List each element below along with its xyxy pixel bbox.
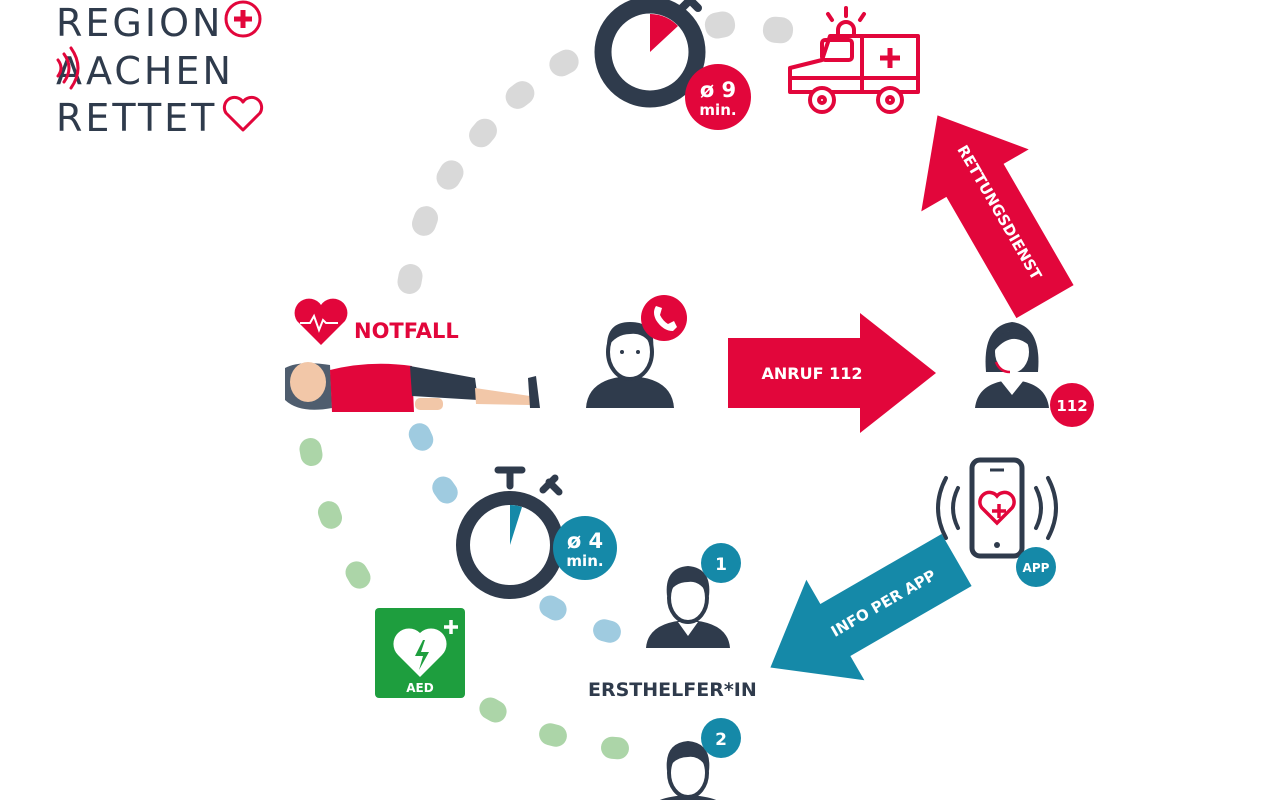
app-badge: APP — [1016, 547, 1056, 587]
logo-line-3: RETTET — [56, 96, 217, 140]
caller-person-icon — [586, 322, 674, 408]
aed-path-dots — [299, 438, 629, 760]
smartphone-app-icon — [936, 457, 1058, 559]
responder-path-dots — [408, 423, 621, 643]
responder-2-number: 2 — [715, 730, 727, 750]
dispatcher-icon — [975, 322, 1049, 408]
phone-call-icon — [641, 295, 687, 341]
dispatcher-112-label: 112 — [1056, 397, 1087, 415]
first-responder-label: ERSTHELFER*IN — [588, 679, 757, 701]
logo: REGION AACHEN RETTET — [56, 0, 264, 140]
aed-icon: AED — [375, 608, 465, 698]
first-responder-2-icon — [660, 741, 716, 800]
responder-2-badge: 2 — [701, 718, 741, 758]
responder-stopwatch-icon — [456, 466, 564, 599]
patient-lying-icon — [285, 362, 540, 412]
logo-plus-icon — [224, 0, 262, 38]
emergency-label: NOTFALL — [354, 319, 459, 343]
dispatcher-112-badge: 112 — [1050, 383, 1094, 427]
logo-line-1: REGION — [56, 1, 223, 45]
ambulance-icon — [788, 6, 920, 114]
responder-1-badge: 1 — [701, 543, 741, 583]
heartbeat-icon — [294, 298, 348, 345]
logo-line-2: AACHEN — [56, 49, 234, 93]
aed-label: AED — [406, 681, 433, 695]
call-112-label: ANRUF 112 — [762, 364, 863, 383]
ambulance-stopwatch-icon — [594, 0, 706, 108]
ambulance-path-dots — [397, 11, 794, 294]
ambulance-time-value: ø 9 — [700, 78, 736, 102]
app-info-arrow: INFO PER APP — [770, 534, 972, 681]
logo-signal-icon — [56, 46, 80, 90]
responder-time-badge: ø 4 min. — [553, 516, 617, 580]
app-badge-label: APP — [1023, 561, 1050, 575]
call-112-arrow: ANRUF 112 — [728, 313, 936, 433]
responder-1-number: 1 — [715, 555, 727, 575]
responder-time-unit: min. — [566, 552, 603, 570]
logo-heart-icon — [222, 95, 264, 132]
responder-time-value: ø 4 — [567, 529, 603, 553]
ambulance-time-badge: ø 9 min. — [685, 64, 751, 130]
first-responder-1-icon — [646, 566, 730, 648]
ambulance-time-unit: min. — [699, 101, 736, 119]
rescue-service-arrow: RETTUNGSDIENST — [921, 115, 1074, 319]
